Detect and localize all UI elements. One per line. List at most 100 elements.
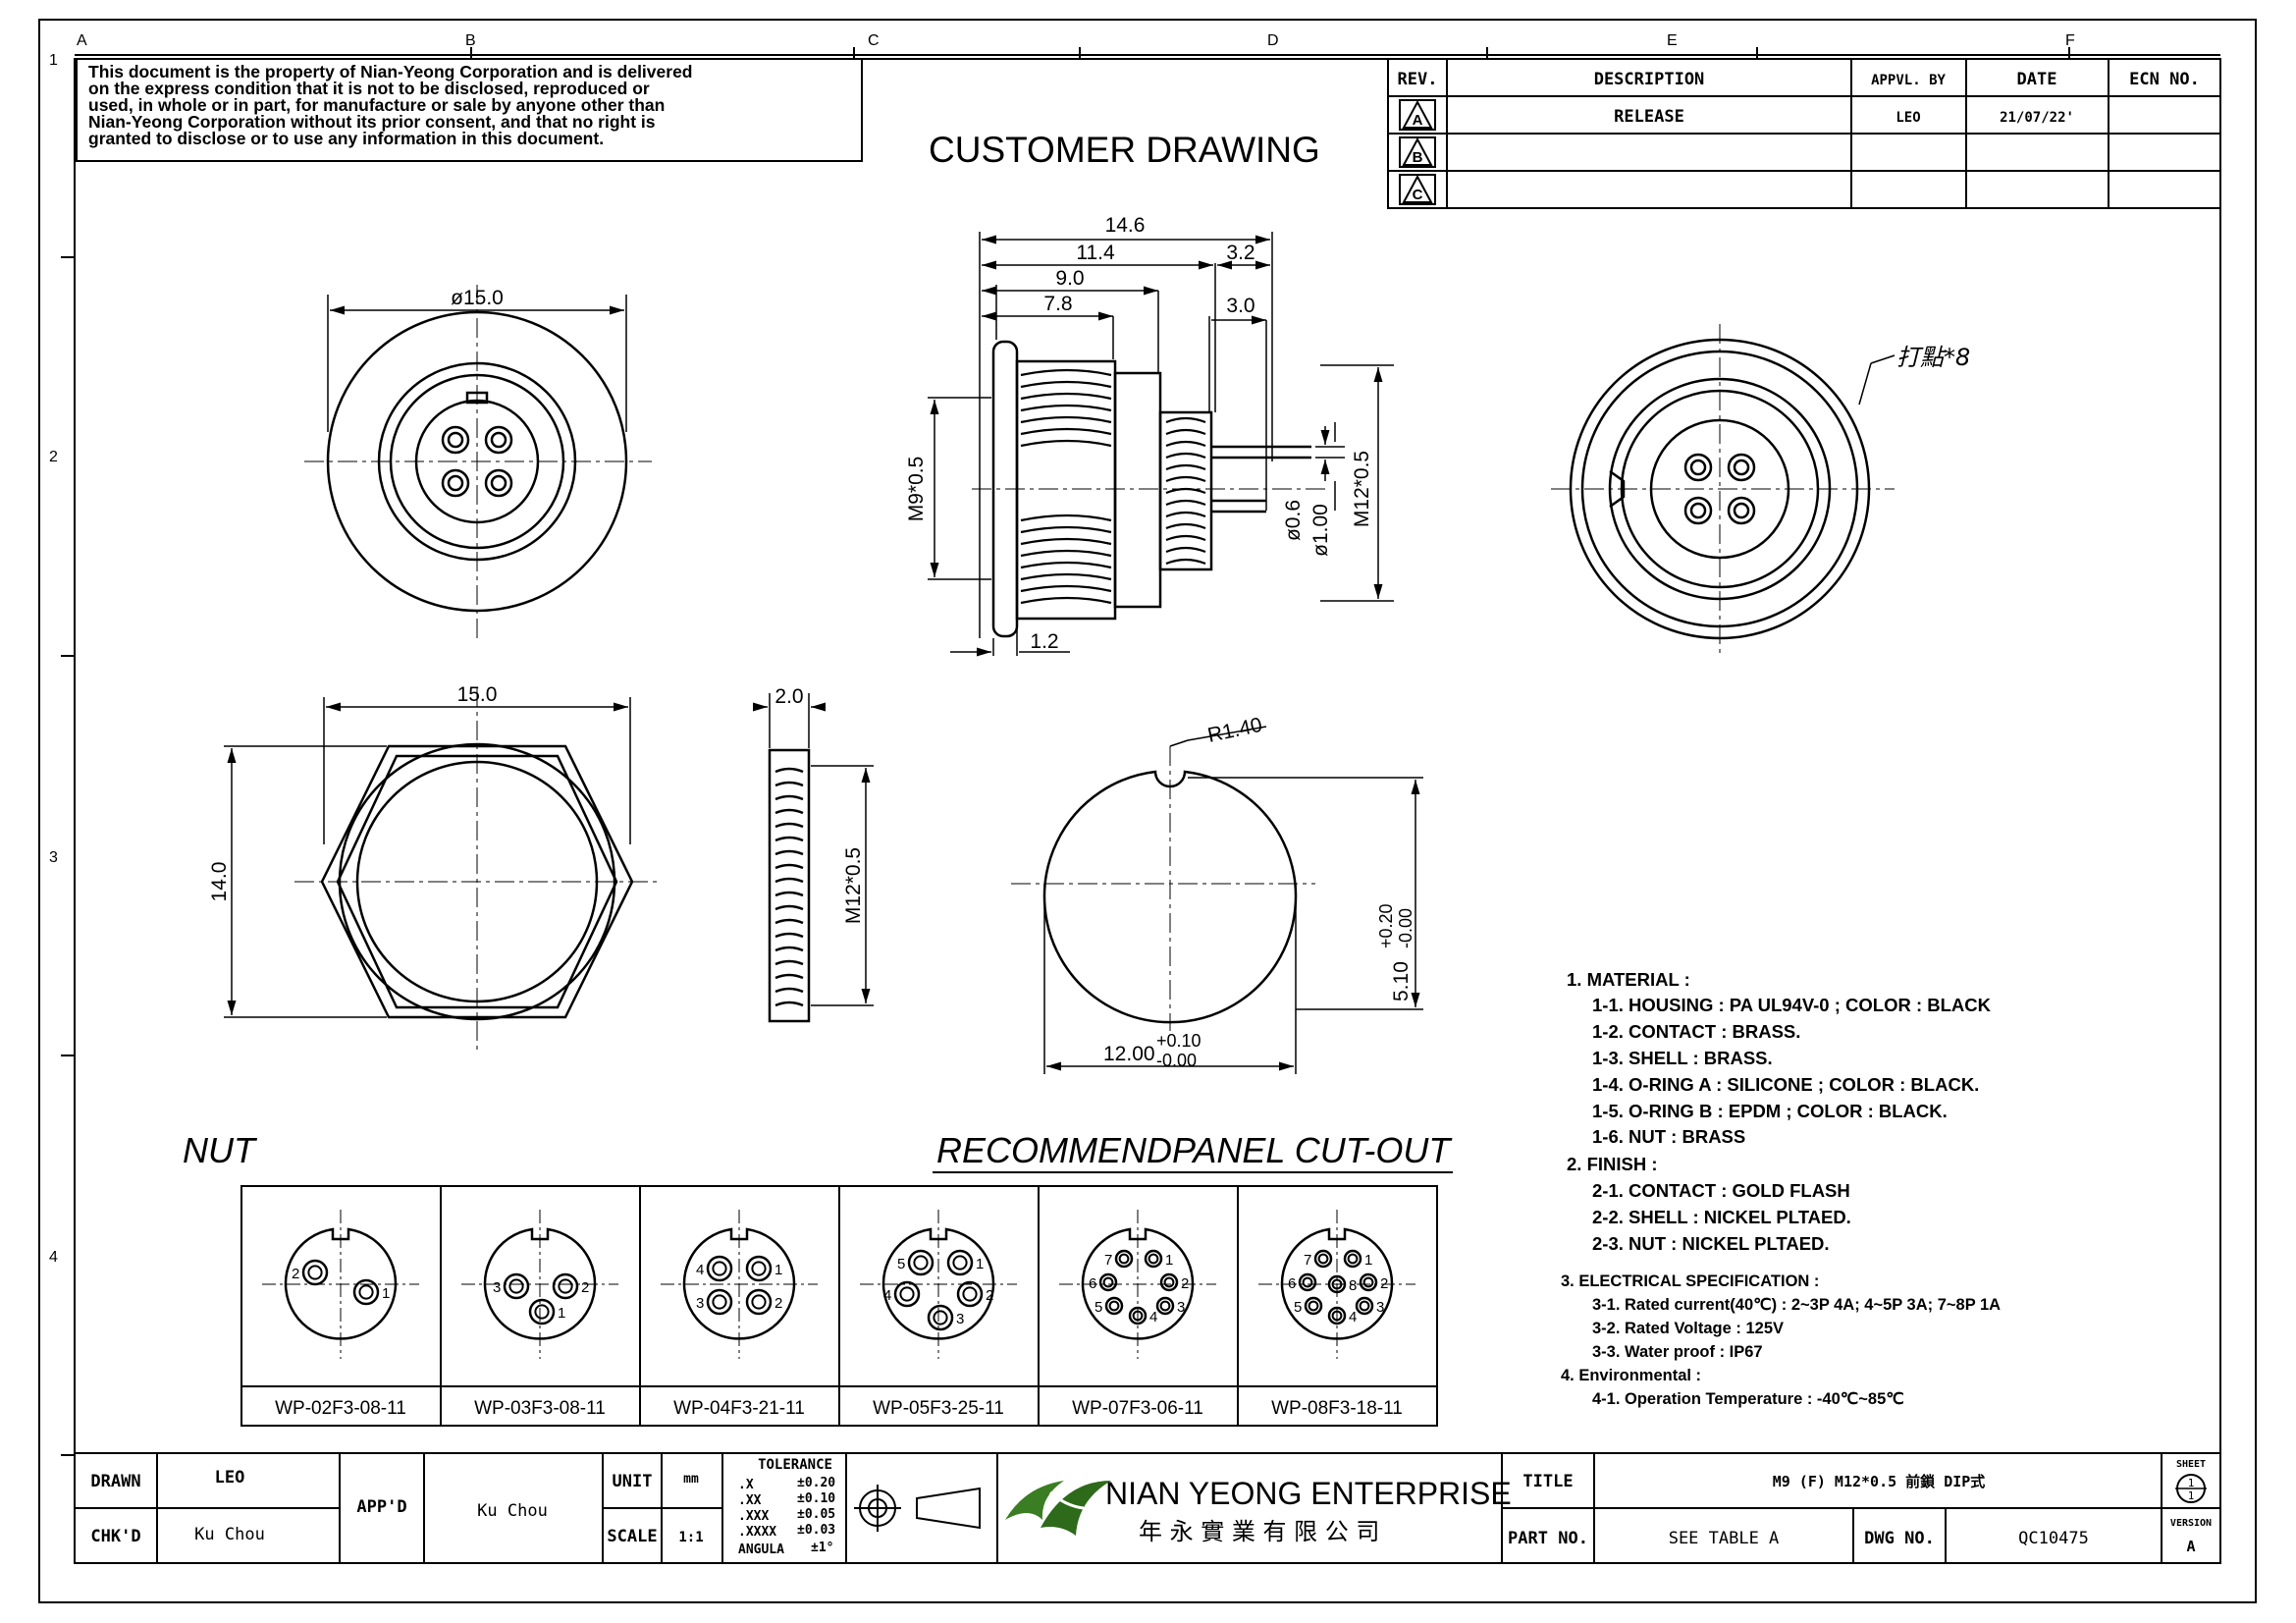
rev-header-ecn: ECN NO. — [2129, 70, 2200, 89]
svg-text:1-4. O-RING A : SILICONE: 1-4. O-RING A : SILICONE ; COLOR : BLACK… — [1592, 1074, 1979, 1095]
variant-pin: 2 — [292, 1259, 329, 1286]
dim-thread-m12: M12*0.5 — [1351, 451, 1373, 527]
variant-pin-label: 3 — [956, 1311, 964, 1327]
company-name-zh: 年 永 實 業 有 限 公 司 — [1139, 1518, 1379, 1545]
variant-diagram: 7 1 6 2 5 3 4 — [1059, 1210, 1216, 1359]
svg-text:1-2. CONTACT : BRASS.: 1-2. CONTACT : BRASS. — [1592, 1021, 1800, 1042]
svg-text:1-6. NUT : BRASS: 1-6. NUT : BRASS — [1592, 1126, 1745, 1147]
dim-nut-height: 14.0 — [208, 862, 231, 902]
svg-text:on the express condition tha: on the express condition that it is not … — [88, 79, 650, 98]
tb-tol-xx: .XX — [738, 1493, 762, 1508]
rev-letter-a: A — [1413, 112, 1423, 129]
variant-pin: 6 — [1089, 1272, 1118, 1292]
tb-dwgno-label: DWG NO. — [1864, 1529, 1935, 1548]
variant-pin: 7 — [1104, 1249, 1134, 1269]
variant-part-4: WP-05F3-25-11 — [873, 1398, 1004, 1419]
rev-letter-c: C — [1413, 187, 1423, 203]
tb-tol-xxxx-val: ±0.03 — [797, 1523, 835, 1538]
variant-pin: 1 — [946, 1249, 984, 1276]
variant-pin-label: 2 — [292, 1266, 299, 1282]
variant-part-5: WP-07F3-06-11 — [1072, 1398, 1203, 1419]
spec-notes: 1. MATERIAL : 1-1. HOUSING : PA UL94V-0 … — [1561, 969, 2001, 1408]
tb-partno-label: PART NO. — [1508, 1529, 1588, 1548]
variant-pin-label: 2 — [1181, 1275, 1189, 1292]
grid-row-3: 3 — [49, 849, 58, 866]
panel-cutout-view — [1042, 770, 1298, 1024]
svg-text:4. Environmental :: 4. Environmental : — [1561, 1367, 1701, 1384]
variant-pin-label: 1 — [976, 1256, 984, 1272]
tb-drawn-value: LEO — [215, 1468, 245, 1488]
dim-side-30: 3.0 — [1226, 295, 1255, 317]
dim-pin-100: ø1.00 — [1309, 504, 1332, 557]
grid-col-C: C — [868, 32, 880, 49]
variant-pin-label: 5 — [1095, 1299, 1102, 1316]
svg-text:3-3. Water proof : IP67: 3-3. Water proof : IP67 — [1592, 1343, 1763, 1361]
tb-tol-x-val: ±0.20 — [797, 1476, 835, 1490]
tb-tolerance-title: TOLERANCE — [758, 1457, 832, 1473]
tb-chkd-value: Ku Chou — [194, 1525, 265, 1544]
dim-cut-key-minus: -0.00 — [1396, 908, 1415, 948]
variant-pin: 2 — [745, 1288, 782, 1316]
dim-pin-06: ø0.6 — [1282, 500, 1305, 541]
drawing-title: CUSTOMER DRAWING — [929, 130, 1320, 170]
variant-outline — [483, 1227, 597, 1340]
svg-text:used, in whole or in part, for: used, in whole or in part, for manufactu… — [88, 95, 665, 115]
variant-part-2: WP-03F3-08-11 — [474, 1398, 606, 1419]
sheet-number-symbol: 1 1 — [2175, 1474, 2207, 1503]
tb-dwgno-value: QC10475 — [2018, 1529, 2089, 1548]
variant-pin: 1 — [528, 1298, 565, 1325]
tb-tol-angula-val: ±1° — [811, 1541, 833, 1555]
svg-text:3-2. Rated Voltage : 125V: 3-2. Rated Voltage : 125V — [1592, 1320, 1784, 1337]
rev-letter-b: B — [1413, 149, 1423, 166]
svg-text:1. MATERIAL :: 1. MATERIAL : — [1567, 969, 1690, 990]
tb-appd-label: APP'D — [356, 1497, 406, 1517]
variant-pin-label: 1 — [1165, 1252, 1173, 1269]
variant-pin-label: 2 — [986, 1287, 993, 1304]
variant-pin: 6 — [1288, 1272, 1317, 1292]
tb-version-value: A — [2186, 1538, 2195, 1555]
grid-row-4: 4 — [49, 1249, 58, 1266]
variant-pin: 1 — [352, 1278, 390, 1306]
tb-tol-xx-val: ±0.10 — [797, 1491, 835, 1506]
variant-pin: 5 — [897, 1249, 934, 1276]
variant-pin-label: 5 — [1294, 1299, 1302, 1316]
variants-table — [240, 1185, 1438, 1427]
dim-cut-dia-base: 12.00 — [1103, 1043, 1155, 1065]
variant-pin: 4 — [696, 1255, 733, 1282]
svg-text:granted to disclose or to use: granted to disclose or to use any inform… — [88, 129, 604, 148]
variant-pin-label: 2 — [1380, 1275, 1388, 1292]
dim-nut-thick: 2.0 — [774, 685, 803, 708]
nut-side-view — [768, 748, 811, 1023]
variant-pin-label: 4 — [1349, 1309, 1357, 1325]
variant-pin-label: 3 — [1177, 1299, 1185, 1316]
variant-pin: 5 — [1294, 1296, 1323, 1316]
variant-pin-label: 3 — [1376, 1299, 1384, 1316]
dim-side-90: 9.0 — [1055, 267, 1084, 290]
variant-pin: 3 — [927, 1304, 964, 1331]
dim-nut-thread: M12*0.5 — [842, 847, 865, 924]
dim-cut-key-base: 5.10 — [1390, 961, 1413, 1001]
svg-text:2-1. CONTACT : GOLD FLASH: 2-1. CONTACT : GOLD FLASH — [1592, 1180, 1850, 1201]
variant-pin-label: 1 — [382, 1285, 390, 1302]
variant-pin: 1 — [1144, 1249, 1173, 1269]
grid-col-E: E — [1667, 32, 1678, 49]
svg-text:This document is the property: This document is the property of Nian-Ye… — [88, 62, 693, 81]
svg-text:1: 1 — [2188, 1489, 2195, 1502]
revision-table — [1387, 58, 2221, 209]
dim-cut-dia-plus: +0.10 — [1156, 1031, 1201, 1051]
variant-pin: 4 — [1327, 1306, 1357, 1325]
dim-thread-m9: M9*0.5 — [905, 457, 928, 522]
variant-pin-label: 6 — [1288, 1275, 1296, 1292]
variant-pin-label: 3 — [696, 1295, 704, 1312]
variant-part-3: WP-04F3-21-11 — [673, 1398, 805, 1419]
variant-pin: 2 — [1359, 1272, 1388, 1292]
outer-border — [38, 19, 2257, 1603]
tb-drawn-label: DRAWN — [90, 1472, 140, 1491]
tb-tol-xxx-val: ±0.05 — [797, 1507, 835, 1522]
variant-pin: 4 — [1128, 1306, 1157, 1325]
variant-outline — [881, 1227, 995, 1340]
grid-col-A: A — [77, 32, 87, 49]
dim-side-total: 14.6 — [1105, 214, 1146, 237]
tb-tol-xxxx: .XXXX — [738, 1525, 776, 1540]
